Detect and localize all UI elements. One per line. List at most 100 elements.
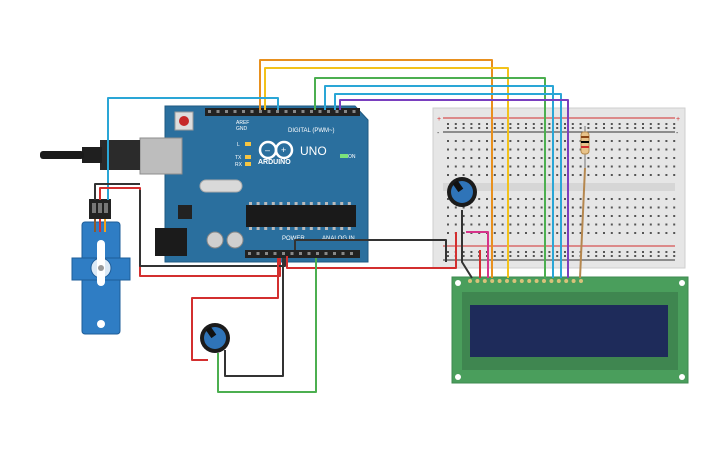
svg-text:+: + [281,145,286,155]
breadboard-hole [571,148,574,151]
breadboard-hole [587,223,590,226]
servo-motor[interactable] [71,199,131,335]
chip-pin [347,227,351,230]
breadboard-hole [634,215,637,217]
breadboard-hole [603,206,605,209]
breadboard-hole [579,232,582,234]
servo-screw [98,265,104,271]
breadboard-hole [548,206,551,209]
breadboard-hole [587,174,590,176]
breadboard-hole [486,223,488,226]
breadboard-hole [626,232,629,234]
breadboard-hole [603,148,605,151]
breadboard-hole [525,215,527,217]
breadboard-hole [517,232,520,234]
breadboard-hole [462,174,465,176]
power-analog-header [245,250,360,258]
breadboard-hole [665,148,668,151]
breadboard-hole [525,123,527,125]
breadboard-hole [532,127,535,129]
breadboard-hole [634,232,637,234]
breadboard-hole [540,140,543,142]
breadboard-hole [540,123,543,125]
breadboard-hole [540,206,543,209]
wire-blue-2 [334,93,562,278]
lcd-pin [497,279,502,283]
breadboard-hole [657,232,660,234]
header-pin [256,252,260,255]
breadboard-hole [501,148,504,151]
breadboard-hole [595,251,598,253]
chip-pin [271,227,275,230]
breadboard-hole [478,174,481,176]
breadboard-hole [626,148,629,151]
header-pin [324,252,328,255]
breadboard-hole [657,127,660,129]
breadboard-hole [525,206,527,209]
breadboard-hole [626,255,629,257]
breadboard-hole [642,157,644,159]
chip-pin [294,227,298,230]
arduino-uno[interactable]: – + ARDUINO UNO DIGITAL (PWM~) POWER ANA… [139,105,369,263]
breadboard-hole [603,157,605,159]
breadboard-hole [493,223,496,226]
potentiometer-contrast[interactable] [447,177,477,207]
breadboard-hole [454,215,457,217]
breadboard-hole [462,223,465,226]
breadboard-hole [509,140,512,142]
breadboard-hole [657,148,660,151]
breadboard-hole [579,123,582,125]
header-pin [250,110,254,113]
lcd-pin [556,279,561,283]
breadboard-hole [649,232,652,234]
svg-text:–: – [265,145,270,155]
breadboard-hole [595,232,598,234]
breadboard-hole [548,174,551,176]
breadboard-hole [657,206,660,209]
wire-green-top [314,77,546,278]
breadboard-hole [509,251,512,253]
header-pins [208,110,356,255]
breadboard-hole [462,206,465,209]
breadboard-hole [525,165,527,168]
resistor [580,126,590,168]
header-pin [307,252,311,255]
breadboard-hole [649,140,652,142]
breadboard-hole [571,165,574,168]
breadboard-hole [532,255,535,257]
chip-pin [279,227,283,230]
breadboard-hole [478,215,481,217]
breadboard-hole [548,123,551,125]
breadboard-hole [571,215,574,217]
breadboard-hole [454,223,457,226]
breadboard-hole [618,215,621,217]
breadboard-center-channel [443,183,675,191]
chip-pin [332,202,336,205]
led-tx [245,155,251,159]
breadboard-hole [548,148,551,151]
lcd-mount-hole [679,374,685,380]
breadboard-hole [610,140,613,142]
breadboard-hole [501,215,504,217]
header-pin [259,110,262,113]
breadboard-hole [665,215,668,217]
header-pin [216,110,220,113]
lcd-pin [571,279,576,283]
breadboard-hole [642,215,644,217]
breadboard-hole [610,255,613,257]
breadboard-hole [657,165,660,168]
led-rx [245,162,251,166]
breadboard-hole [462,127,465,129]
lcd-16x2[interactable] [451,276,689,384]
breadboard-hole [470,148,473,151]
breadboard-hole [493,215,496,217]
breadboard-hole [634,127,637,129]
header-pin [284,110,288,113]
breadboard-hole [532,223,535,226]
breadboard-hole [556,140,559,142]
breadboard-hole [673,165,676,168]
potentiometer-input[interactable] [200,323,230,353]
breadboard-hole [486,157,488,159]
breadboard-hole [454,123,457,125]
breadboard-hole [595,206,598,209]
